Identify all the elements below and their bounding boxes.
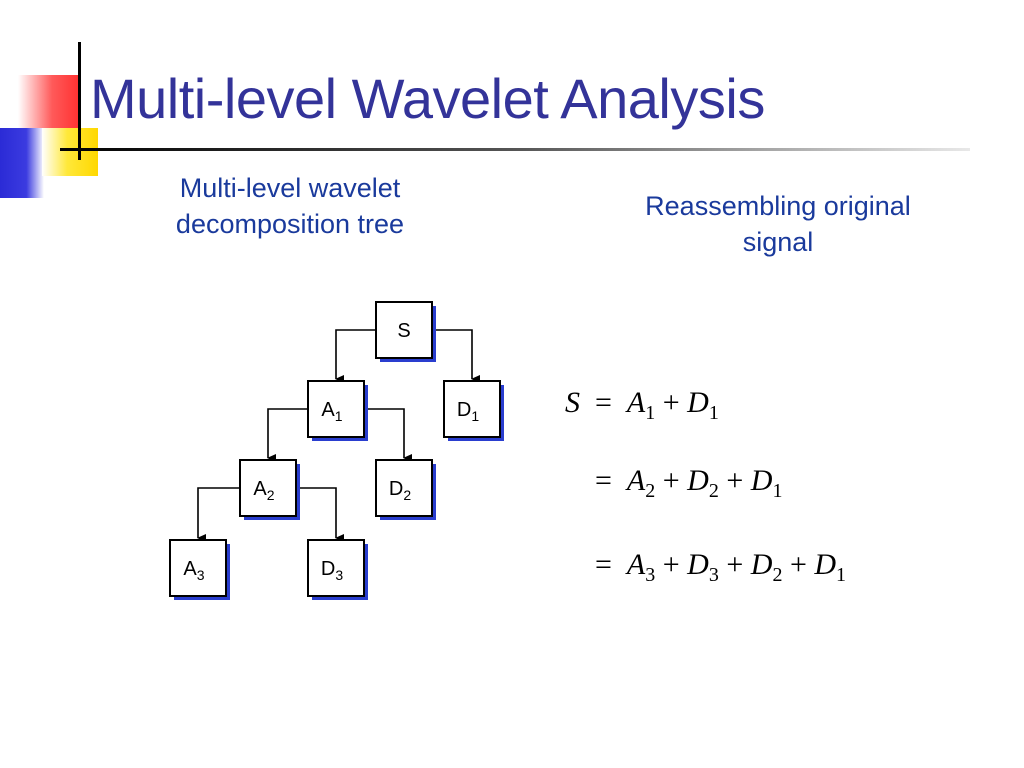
tree-edge — [364, 408, 412, 462]
left-heading-line2: decomposition tree — [175, 209, 405, 239]
decorative-red-block — [18, 75, 80, 133]
equation-3: = A3 + D3 + D2 + D1 — [595, 548, 846, 587]
tree-edge — [296, 487, 344, 542]
node-box — [375, 459, 433, 517]
tree-edge — [432, 329, 480, 383]
eq3-plus: + — [655, 548, 688, 581]
tree-node-s: S — [375, 301, 436, 362]
node-box — [443, 380, 501, 438]
eq2-term: A2 — [626, 464, 656, 502]
eq1-term: A1 — [626, 386, 656, 424]
eq3-term: D2 — [750, 548, 783, 586]
tree-edge — [267, 408, 308, 462]
right-heading: Reassembling original signal — [600, 188, 956, 260]
eq3-term: D1 — [814, 548, 847, 586]
tree-edge — [197, 487, 240, 542]
decorative-vertical-line — [78, 42, 81, 160]
right-heading-line1: Reassembling original — [645, 191, 911, 221]
eq3-term: A3 — [626, 548, 656, 586]
eq2-term: D2 — [687, 464, 719, 502]
tree-node-d3: D3 — [307, 539, 368, 600]
node-box — [307, 380, 365, 438]
eq1-equals: = — [587, 386, 620, 419]
eq1-lhs: S — [565, 386, 580, 419]
eq3-plus: + — [782, 548, 815, 581]
eq1-rhs: A1 + D1 — [626, 386, 719, 424]
equation-2: = A2 + D2 + D1 — [595, 464, 782, 503]
title-underline — [60, 148, 970, 151]
decorative-yellow-block — [42, 128, 98, 176]
slide-title: Multi-level Wavelet Analysis — [90, 67, 765, 130]
eq3-rhs: A3 + D3 + D2 + D1 — [626, 548, 847, 586]
tree-node-d2: D2 — [375, 459, 436, 520]
eq1-plus: + — [655, 386, 688, 419]
node-box — [375, 301, 433, 359]
left-heading-line1: Multi-level wavelet — [179, 173, 401, 203]
eq1-term: D1 — [687, 386, 719, 424]
decorative-blue-block — [0, 128, 44, 198]
eq3-term: D3 — [687, 548, 719, 586]
eq3-equals: = — [595, 548, 620, 581]
tree-node-d1: D1 — [443, 380, 504, 441]
eq2-plus: + — [655, 464, 688, 497]
node-box — [239, 459, 297, 517]
tree-node-a2: A2 — [239, 459, 300, 520]
left-heading: Multi-level wavelet decomposition tree — [120, 170, 460, 242]
equation-1: S = A1 + D1 — [565, 386, 719, 425]
eq3-plus: + — [718, 548, 751, 581]
tree-node-a3: A3 — [169, 539, 230, 600]
node-box — [307, 539, 365, 597]
tree-node-a1: A1 — [307, 380, 368, 441]
right-heading-line2: signal — [742, 227, 814, 257]
eq2-plus: + — [718, 464, 751, 497]
node-label: S — [397, 320, 410, 342]
tree-edge — [335, 329, 376, 383]
eq2-term: D1 — [750, 464, 783, 502]
eq2-rhs: A2 + D2 + D1 — [626, 464, 783, 502]
node-box — [169, 539, 227, 597]
eq2-equals: = — [595, 464, 620, 497]
